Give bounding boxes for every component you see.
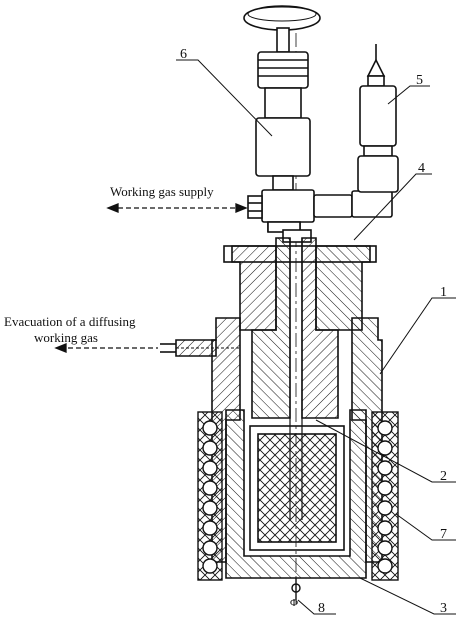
- gas-supply-fitting: [247, 189, 393, 233]
- phi-symbol: Φ: [290, 597, 298, 609]
- heater-7: [197, 411, 399, 581]
- callout-1: 1: [440, 285, 447, 300]
- callout-6: 6: [180, 47, 187, 62]
- valve-body-6: [255, 117, 311, 177]
- valve-bonnet: [257, 51, 309, 89]
- supply-nut: [247, 195, 263, 219]
- callout-3: 3: [440, 601, 447, 616]
- pressure-sensor-5: [357, 44, 399, 193]
- valve-assembly: [243, 5, 321, 191]
- leader-lines: [176, 59, 456, 615]
- evacuation-label-line1: Evacuation of a diffusing: [4, 314, 136, 329]
- adapter-4: [223, 229, 377, 331]
- thermocouple-8: [291, 578, 301, 600]
- evacuation-arrow: [54, 343, 158, 353]
- callout-7: 7: [440, 527, 447, 542]
- sample-2: [249, 425, 345, 551]
- callout-8: 8: [318, 601, 325, 616]
- callout-2: 2: [440, 469, 447, 484]
- gas-supply-arrow: [106, 203, 248, 213]
- callout-5: 5: [416, 73, 423, 88]
- crucible-3: [225, 409, 367, 579]
- evacuation-label-line2: working gas: [34, 330, 98, 345]
- working-gas-supply-label: Working gas supply: [110, 184, 214, 199]
- callout-4: 4: [418, 161, 425, 176]
